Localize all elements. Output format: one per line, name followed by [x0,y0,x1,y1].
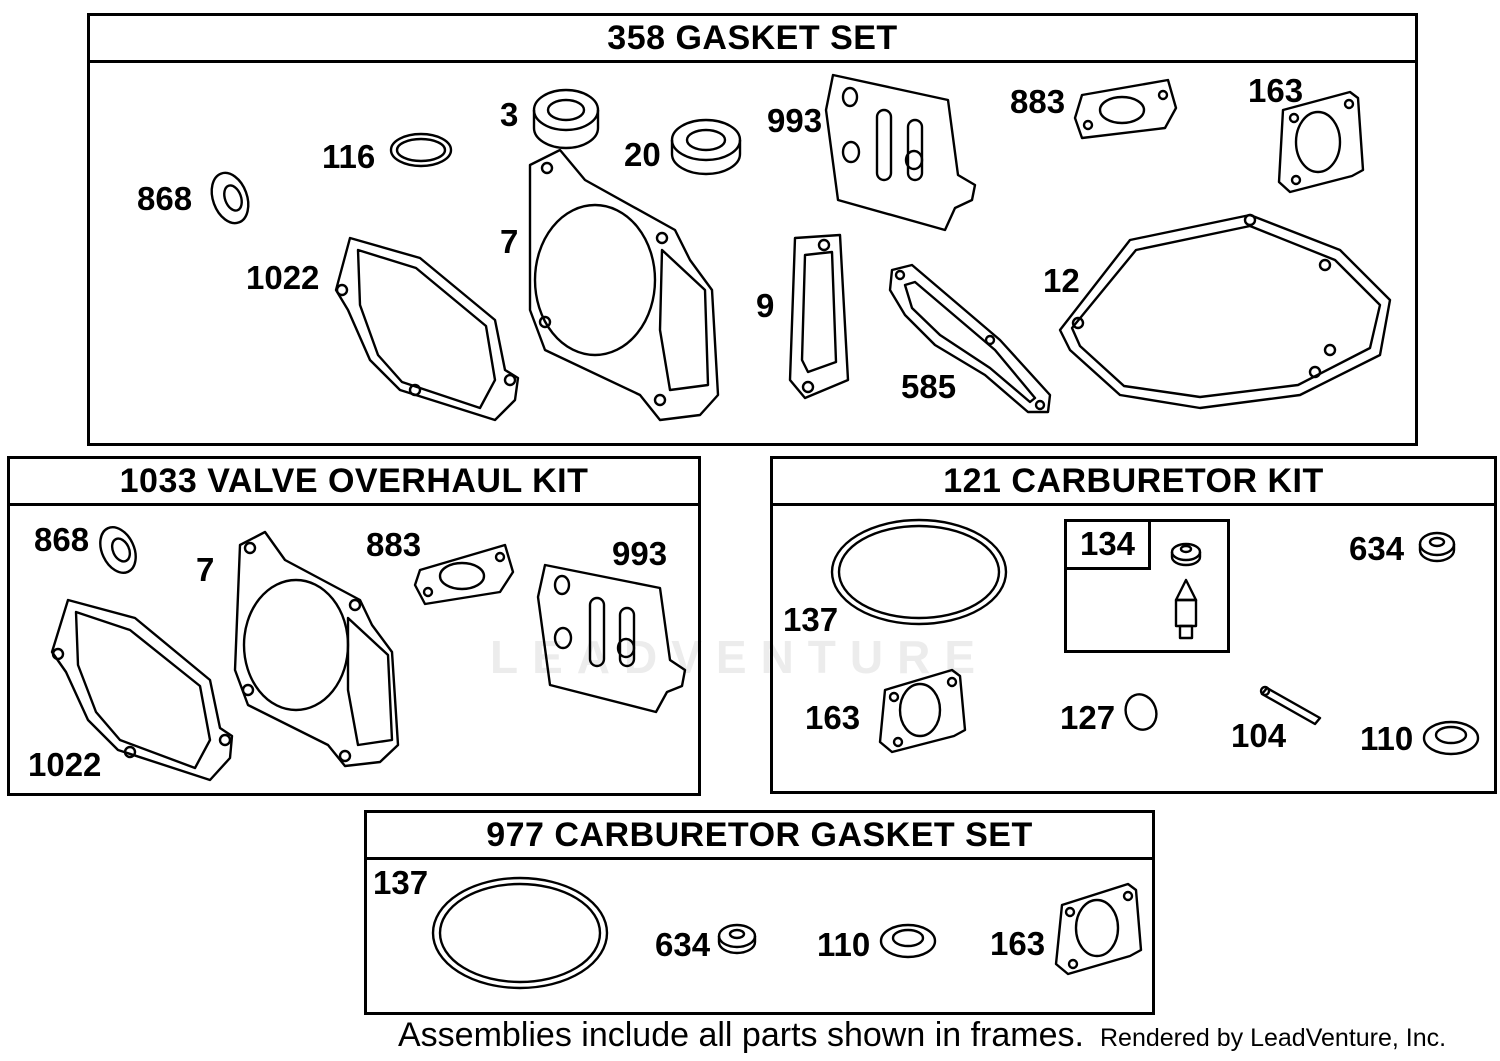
gasket-993-icon [824,73,977,232]
part-number-label: 634 [1349,530,1405,567]
plug-127-icon [1124,693,1158,731]
carb-kit-frame: 121 CARBURETOR KIT [770,456,1497,794]
part-number-label: 868 [34,521,90,558]
part-number-label: 993 [767,102,823,139]
gasket-163-icon [878,668,967,754]
seal-20-icon [670,118,742,176]
part-number-label: 127 [1060,699,1116,736]
gasket-9-icon [788,233,850,400]
seal-868-icon [210,171,250,225]
washer-634-icon [1418,531,1456,563]
gasket-883-icon [1073,78,1178,140]
oring-116-icon [389,132,453,168]
oring-137-icon [830,518,1008,626]
part-number-label: 20 [624,136,661,173]
part-number-label: 137 [783,601,839,638]
part-number-label: 163 [805,699,861,736]
gasket-883-icon [413,543,515,606]
carb-gasket-frame: 977 CARBURETOR GASKET SET [364,810,1155,1015]
part-number-label: 7 [500,223,519,260]
part-number-label: 163 [990,925,1046,962]
part-number-label: 110 [817,926,871,963]
footer-note: Assemblies include all parts shown in fr… [398,1016,1084,1054]
carb-gasket-title: 977 CARBURETOR GASKET SET [367,813,1152,860]
gasket-set-frame: 358 GASKET SET [87,13,1418,446]
part-number-label: 137 [373,864,429,901]
seal-3-icon [532,88,600,150]
pin-104-icon [1259,685,1322,726]
part-number-label: 12 [1043,262,1080,299]
footer-credit: Rendered by LeadVenture, Inc. [1100,1024,1447,1052]
part-number-label: 3 [500,96,519,133]
valve-kit-frame: 1033 VALVE OVERHAUL KIT [7,456,701,796]
part-number-label: 9 [756,287,775,324]
gasket-7-icon [528,148,720,422]
part-number-label: 104 [1231,717,1287,754]
part-number-label: 134 [1067,522,1151,570]
washer-110-icon [879,923,937,959]
seal-868-icon [99,526,137,574]
part-number-label: 883 [366,526,422,563]
part-number-label: 1022 [246,259,320,296]
part-number-label: 993 [612,535,668,572]
part-number-label: 7 [196,551,215,588]
seat-134-icon [1170,542,1202,567]
gasket-set-title: 358 GASKET SET [90,16,1415,63]
gasket-1022-icon [50,598,234,782]
part-number-label: 868 [137,180,193,217]
gasket-585-icon [888,263,1052,414]
part-number-label: 116 [322,138,376,175]
gasket-12-icon [1058,213,1392,410]
gasket-7-icon [233,530,400,768]
oring-137-icon [431,876,609,990]
gasket-163-icon [1277,90,1365,194]
part-134-subbox: 134 [1064,519,1230,653]
part-number-label: 163 [1248,72,1304,109]
washer-634-icon [717,923,757,955]
carb-kit-title: 121 CARBURETOR KIT [773,459,1494,506]
part-number-label: 883 [1010,83,1066,120]
washer-110-icon [1422,720,1480,756]
needle-134-icon [1174,578,1198,640]
gasket-993-icon [536,563,687,714]
part-number-label: 1022 [28,746,102,783]
part-number-label: 110 [1360,720,1414,757]
part-number-label: 585 [901,368,957,405]
gasket-163-icon [1054,882,1143,976]
part-number-label: 634 [655,926,711,963]
gasket-1022-icon [334,236,520,422]
valve-kit-title: 1033 VALVE OVERHAUL KIT [10,459,698,506]
